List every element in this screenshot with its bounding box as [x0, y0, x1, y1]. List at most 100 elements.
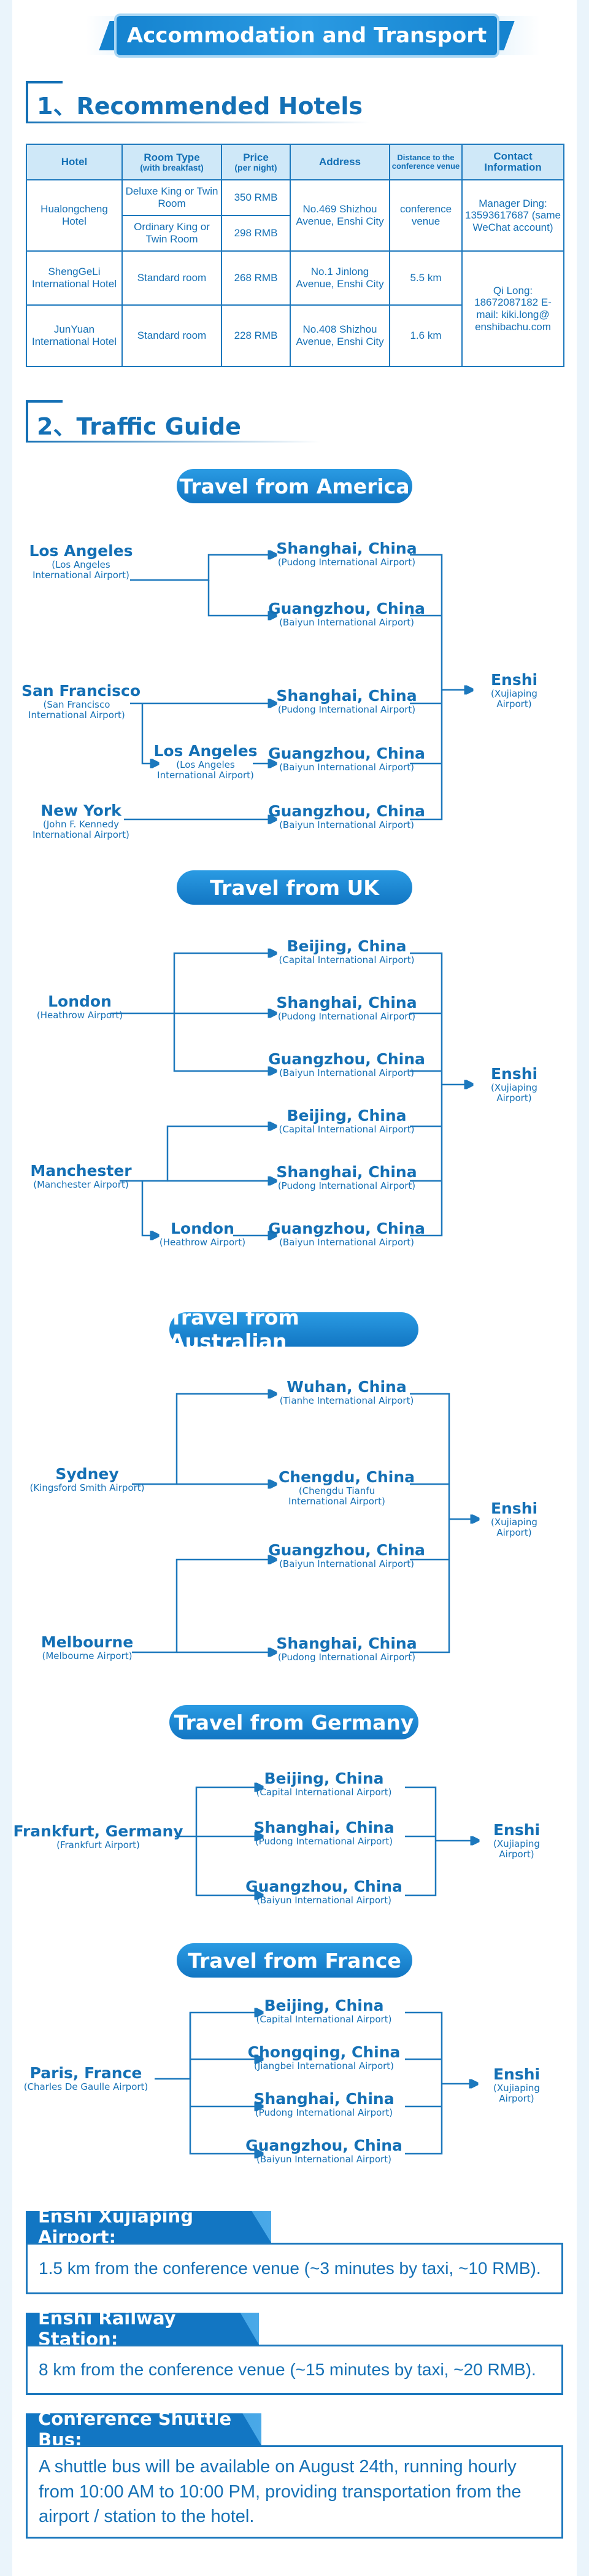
node-sub: (Xujiaping Airport) — [491, 687, 537, 710]
hotel-address: No.408 Shizhou Avenue, Enshi City — [290, 304, 390, 367]
node-shanghai: Shanghai, China (Pudong International Ai… — [253, 1819, 394, 1847]
table-row: Ordinary King or Twin Room 298 RMB — [26, 215, 564, 252]
node-name: Guangzhou, China — [268, 1220, 425, 1237]
airport-info-box: 1.5 km from the conference venue (~3 min… — [26, 2243, 563, 2294]
node-sub: (Tianhe International Airport) — [279, 1394, 414, 1406]
hotel-name: ShengGeLi International Hotel — [26, 250, 123, 306]
node-name: Los Angeles — [29, 542, 133, 560]
node-name: Shanghai, China — [253, 1819, 395, 1836]
node-sub: (Pudong International Airport) — [277, 703, 416, 715]
railway-info-box: 8 km from the conference venue (~15 minu… — [26, 2345, 563, 2395]
node-beijing: Beijing, China (Capital International Ai… — [256, 1997, 392, 2025]
node-name: San Francisco — [21, 682, 141, 700]
node-name: Manchester — [30, 1162, 132, 1180]
node-guangzhou: Guangzhou, China (Baiyun International A… — [268, 1051, 425, 1078]
hotel-distance: conference venue — [389, 179, 463, 252]
node-name: Beijing, China — [287, 1107, 407, 1124]
node-sub: (Kingsford Smith Airport) — [29, 1482, 145, 1493]
node-sub: (Charles De Gaulle Airport) — [23, 2081, 148, 2092]
airport-info-text: 1.5 km from the conference venue (~3 min… — [39, 2259, 541, 2278]
node-sub: (Pudong International Airport) — [255, 2106, 393, 2118]
section2-bracket — [26, 400, 63, 442]
node-london: London (Heathrow Airport) — [160, 1220, 245, 1248]
germany-pill: Travel from Germany — [169, 1705, 418, 1739]
node-guangzhou: Guangzhou, China (Baiyun International A… — [268, 745, 425, 773]
section1-bracket — [26, 81, 63, 123]
node-name: Beijing, China — [264, 1770, 384, 1787]
node-sub: (Xujiaping Airport) — [493, 2082, 540, 2104]
hotel-table: Hotel Room Type(with breakfast) Price(pe… — [26, 144, 564, 367]
america-routes — [124, 555, 472, 819]
hotel-name: Hualongcheng Hotel — [26, 179, 123, 252]
node-sub: (Capital International Airport) — [279, 954, 415, 965]
node-name: Enshi — [490, 1499, 538, 1517]
node-name: Shanghai, China — [276, 1634, 417, 1652]
node-guangzhou: Guangzhou, China (Baiyun International A… — [245, 1878, 402, 1906]
node-guangzhou: Guangzhou, China (Baiyun International A… — [268, 1542, 425, 1569]
shuttle-info-box: A shuttle bus will be available on Augus… — [26, 2445, 563, 2539]
page: Accommodation and Transport 1、Recommende… — [12, 0, 577, 2576]
airport-label: Enshi Xujiaping Airport: — [26, 2211, 271, 2243]
node-los-angeles: Los Angeles (Los Angeles International A… — [26, 543, 136, 581]
node-name: London — [48, 992, 112, 1010]
node-name: Guangzhou, China — [268, 1050, 425, 1068]
node-enshi: Enshi (Xujiaping Airport) — [487, 1822, 547, 1860]
node-guangzhou: Guangzhou, China (Baiyun International A… — [268, 600, 425, 628]
node-name: Frankfurt, Germany — [13, 1822, 183, 1840]
node-enshi: Enshi (Xujiaping Airport) — [487, 2066, 547, 2104]
hotel-contact: Qi Long: 18672087182 E-mail: kiki.long@ … — [461, 250, 564, 367]
node-frankfurt: Frankfurt, Germany (Frankfurt Airport) — [13, 1823, 183, 1851]
airport-label-text: Enshi Xujiaping Airport: — [38, 2206, 193, 2248]
node-sub: (Pudong International Airport) — [277, 556, 416, 568]
header-room-type: Room Type(with breakfast) — [121, 144, 222, 180]
section1-underline — [26, 122, 369, 123]
node-sub: (Heathrow Airport) — [36, 1009, 123, 1021]
node-sub: (Jiangbei International Airport) — [253, 2060, 395, 2071]
node-shanghai: Shanghai, China (Pudong International Ai… — [276, 1635, 417, 1663]
node-sub: (Los Angeles International Airport) — [33, 559, 129, 581]
table-row: JunYuan International Hotel Standard roo… — [26, 304, 564, 367]
header-price: Price(per night) — [221, 144, 291, 180]
banner-title: Accommodation and Transport — [126, 23, 487, 48]
railway-label: Enshi Railway Station: — [26, 2313, 259, 2345]
australia-pill: Travel from Australian — [169, 1305, 418, 1353]
shuttle-info-text: A shuttle bus will be available on Augus… — [39, 2457, 522, 2527]
table-header-row: Hotel Room Type(with breakfast) Price(pe… — [26, 144, 564, 180]
node-sub: (San Francisco International Airport) — [28, 698, 125, 721]
room-price: 228 RMB — [221, 304, 291, 367]
node-name: Guangzhou, China — [268, 745, 425, 762]
node-shanghai: Shanghai, China (Pudong International Ai… — [276, 1164, 417, 1191]
node-name: Enshi — [490, 671, 538, 689]
node-sub: (Pudong International Airport) — [277, 1651, 416, 1663]
france-title: Travel from France — [188, 1948, 401, 1973]
node-name: Enshi — [490, 1065, 538, 1083]
room-type: Deluxe King or Twin Room — [121, 179, 222, 216]
node-sub: (Baiyun International Airport) — [279, 761, 414, 773]
room-price: 350 RMB — [221, 179, 291, 216]
node-sub: (Baiyun International Airport) — [256, 2153, 391, 2165]
node-shanghai: Shanghai, China (Pudong International Ai… — [276, 994, 417, 1022]
header-address: Address — [290, 144, 390, 180]
node-sub: (Baiyun International Airport) — [256, 1894, 391, 1906]
node-sub: (Xujiaping Airport) — [491, 1516, 537, 1538]
room-price: 298 RMB — [221, 215, 291, 252]
node-sub: (Capital International Airport) — [256, 2013, 392, 2025]
page-banner: Accommodation and Transport — [117, 16, 497, 55]
node-paris: Paris, France (Charles De Gaulle Airport… — [24, 2065, 148, 2092]
node-name: Guangzhou, China — [268, 1541, 425, 1559]
node-sub: (Heathrow Airport) — [159, 1236, 246, 1248]
node-wuhan: Wuhan, China (Tianhe International Airpo… — [280, 1379, 414, 1406]
node-sub: (John F. Kennedy International Airport) — [33, 818, 129, 840]
node-manchester: Manchester (Manchester Airport) — [30, 1162, 131, 1190]
uk-title: Travel from UK — [210, 875, 379, 900]
section1-title: 1、Recommended Hotels — [37, 93, 363, 120]
germany-routes — [175, 1787, 479, 1895]
node-name: London — [171, 1220, 234, 1237]
room-type: Standard room — [121, 304, 222, 367]
america-pill: Travel from America — [177, 469, 412, 503]
node-sub: (Capital International Airport) — [256, 1786, 392, 1798]
node-chongqing: Chongqing, China (Jiangbei International… — [248, 2044, 401, 2071]
node-sub: (Chengdu Tianfu International Airport) — [288, 1485, 385, 1507]
uk-routes — [110, 953, 472, 1236]
node-sydney: Sydney (Kingsford Smith Airport) — [29, 1466, 144, 1493]
